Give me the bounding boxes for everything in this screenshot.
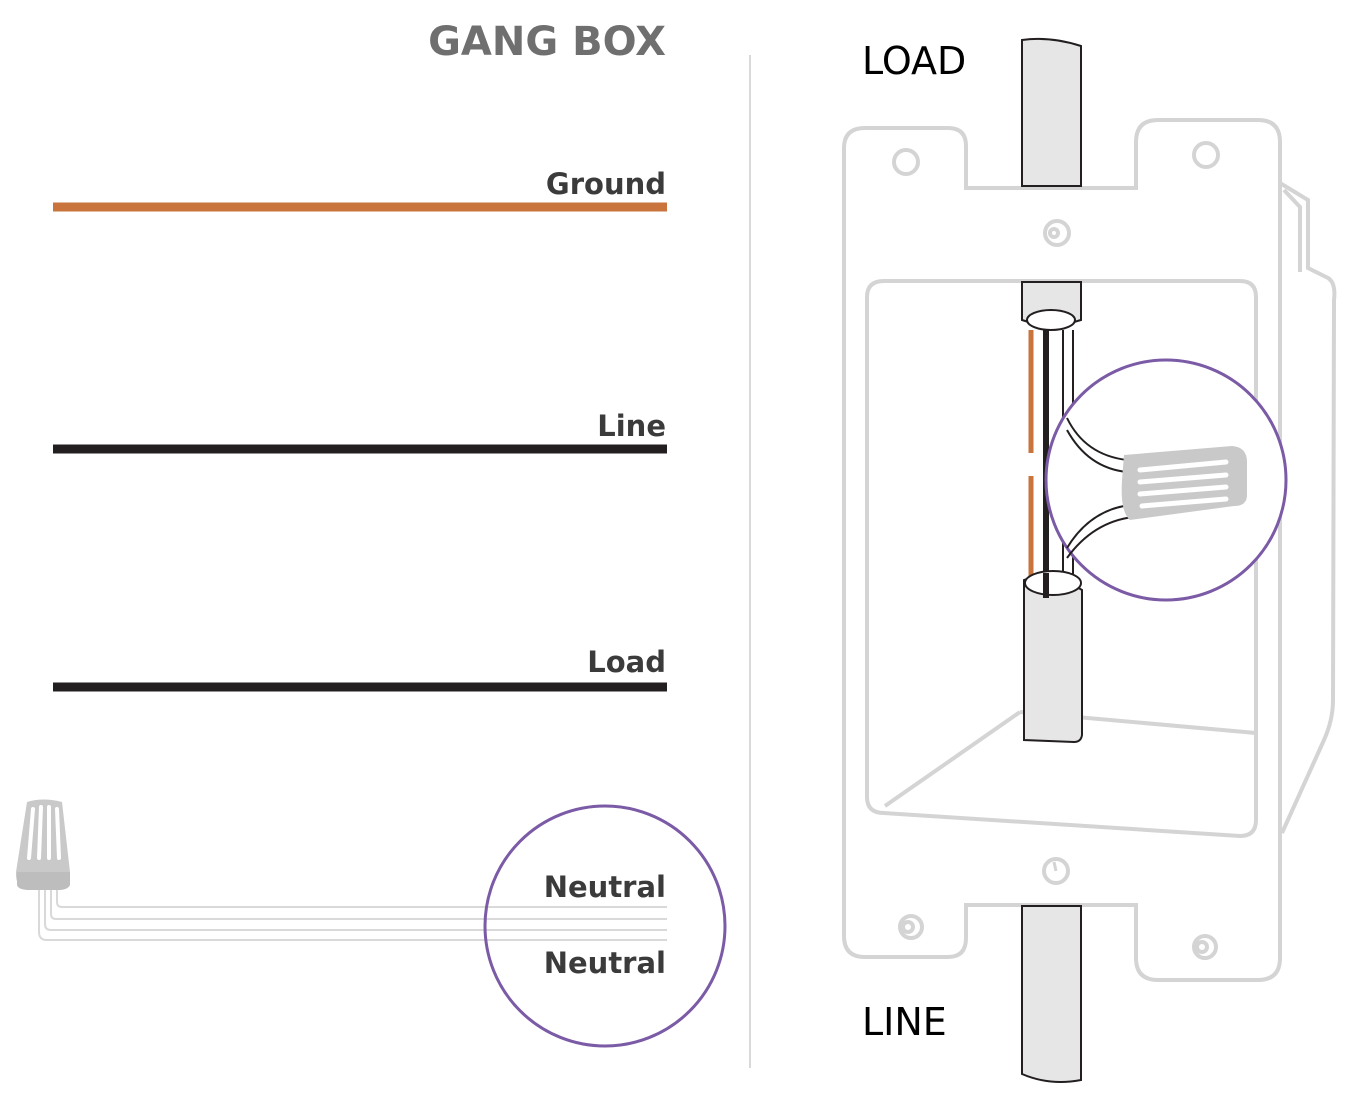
neutral-connection-highlight bbox=[1044, 358, 1288, 602]
wire-nut-icon bbox=[15, 799, 71, 890]
line-cable bbox=[1021, 905, 1082, 1083]
neutral-highlight-circle bbox=[483, 804, 727, 1048]
neutral-wire-label-1: Neutral bbox=[544, 870, 666, 904]
load-end-label: LOAD bbox=[862, 39, 966, 83]
diagram-title: GANG BOX bbox=[428, 19, 666, 65]
load-cable bbox=[1021, 37, 1082, 331]
gang-box-side bbox=[1278, 181, 1337, 834]
mounting-hole-icons bbox=[892, 141, 1220, 960]
line-wire-label: Line bbox=[597, 409, 666, 443]
ground-wire-label: Ground bbox=[546, 167, 666, 201]
neutral-wire-bundle bbox=[38, 880, 667, 941]
load-wire-label: Load bbox=[587, 645, 666, 679]
neutral-wire-label-2: Neutral bbox=[544, 946, 666, 980]
line-cable-inside bbox=[1023, 570, 1083, 744]
line-end-label: LINE bbox=[862, 1000, 947, 1044]
wire-nut-icon-box bbox=[1121, 446, 1247, 520]
